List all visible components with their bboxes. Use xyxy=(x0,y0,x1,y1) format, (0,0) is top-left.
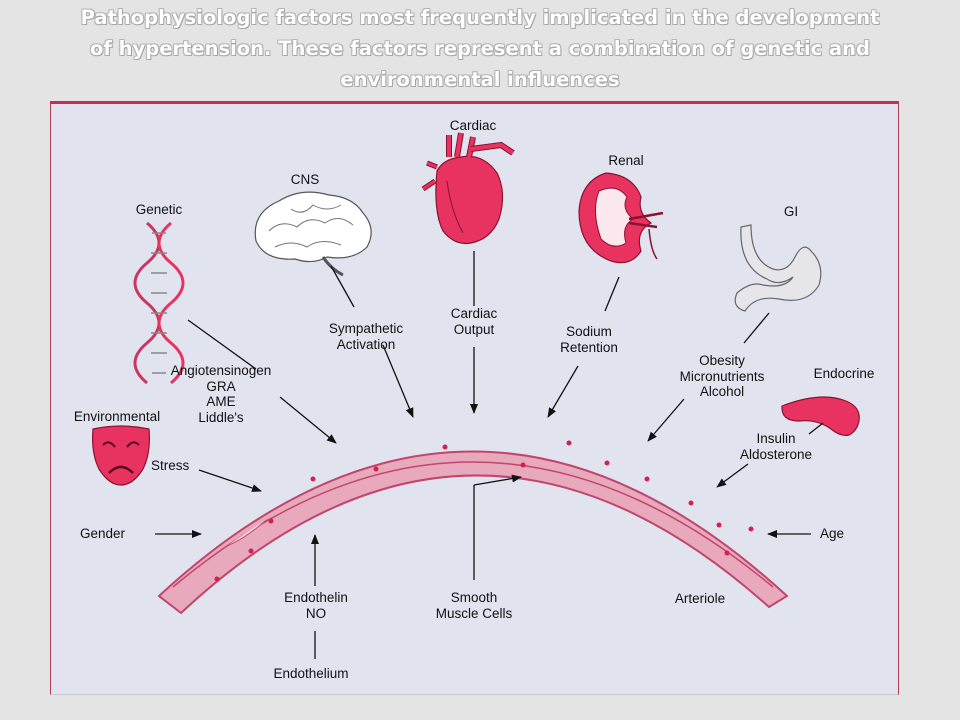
mask-icon xyxy=(92,425,150,486)
text-line: Liddle's xyxy=(198,409,244,425)
label-endothelium: Endothelium xyxy=(273,666,349,681)
label-age: Age xyxy=(820,526,845,541)
heart-icon xyxy=(421,132,515,245)
diagram-graphics xyxy=(92,132,860,659)
label-gender: Gender xyxy=(80,526,126,541)
label-sodium-retention: Sodium Retention xyxy=(539,324,639,355)
label-smooth-muscle-cells: Smooth Muscle Cells xyxy=(419,590,529,621)
dna-icon xyxy=(133,221,185,385)
title-line-3: environmental influences xyxy=(340,68,620,91)
text-line: Micronutrients xyxy=(679,368,765,384)
pancreas-icon xyxy=(781,396,860,436)
slide-title: Pathophysiologic factors most frequently… xyxy=(60,2,900,95)
label-genetic-factors: Angiotensinogen GRA AME Liddle's xyxy=(161,363,281,425)
label-insulin-aldosterone: Insulin Aldosterone xyxy=(721,431,831,462)
text-line: Endothelin xyxy=(284,590,348,605)
label-genetic: Genetic xyxy=(135,202,183,217)
text-line: Activation xyxy=(336,336,396,352)
text-line: GRA xyxy=(206,378,236,394)
label-endothelin-no: Endothelin NO xyxy=(261,590,371,621)
label-obesity-factors: Obesity Micronutrients Alcohol xyxy=(657,353,787,400)
text-line: Aldosterone xyxy=(739,446,813,462)
text-line: NO xyxy=(305,605,327,621)
stomach-icon xyxy=(734,224,822,312)
label-cardiac: Cardiac xyxy=(449,118,497,133)
text-line: Obesity xyxy=(699,353,745,368)
text-line: Sodium xyxy=(566,324,612,339)
label-sympathetic-activation: Sympathetic Activation xyxy=(311,321,421,352)
label-cardiac-output: Cardiac Output xyxy=(429,306,519,337)
label-environmental: Environmental xyxy=(73,409,161,424)
text-line: Muscle Cells xyxy=(435,605,513,621)
title-line-1: Pathophysiologic factors most frequently… xyxy=(80,6,880,29)
brain-icon xyxy=(254,191,372,277)
label-endocrine: Endocrine xyxy=(813,366,875,381)
text-line: Alcohol xyxy=(699,384,745,399)
text-line: AME xyxy=(206,394,236,409)
text-line: Retention xyxy=(560,339,618,355)
label-stress: Stress xyxy=(151,458,190,473)
text-line: Cardiac xyxy=(450,306,498,321)
text-line: Smooth xyxy=(450,590,498,605)
arteriole-wall xyxy=(157,440,789,615)
kidney-icon xyxy=(578,172,664,264)
title-line-2: of hypertension. These factors represent… xyxy=(90,37,870,60)
text-line: Insulin xyxy=(756,431,796,446)
label-arteriole: Arteriole xyxy=(674,591,726,606)
label-cns: CNS xyxy=(290,172,320,187)
text-line: Output xyxy=(453,321,495,337)
text-line: Sympathetic xyxy=(328,321,404,336)
text-line: Angiotensinogen xyxy=(170,363,272,378)
label-gi: GI xyxy=(783,204,799,219)
label-renal: Renal xyxy=(608,153,644,168)
hypertension-diagram: Cardiac Renal CNS GI Genetic Endocrine E… xyxy=(50,101,899,695)
connectors xyxy=(155,251,824,659)
